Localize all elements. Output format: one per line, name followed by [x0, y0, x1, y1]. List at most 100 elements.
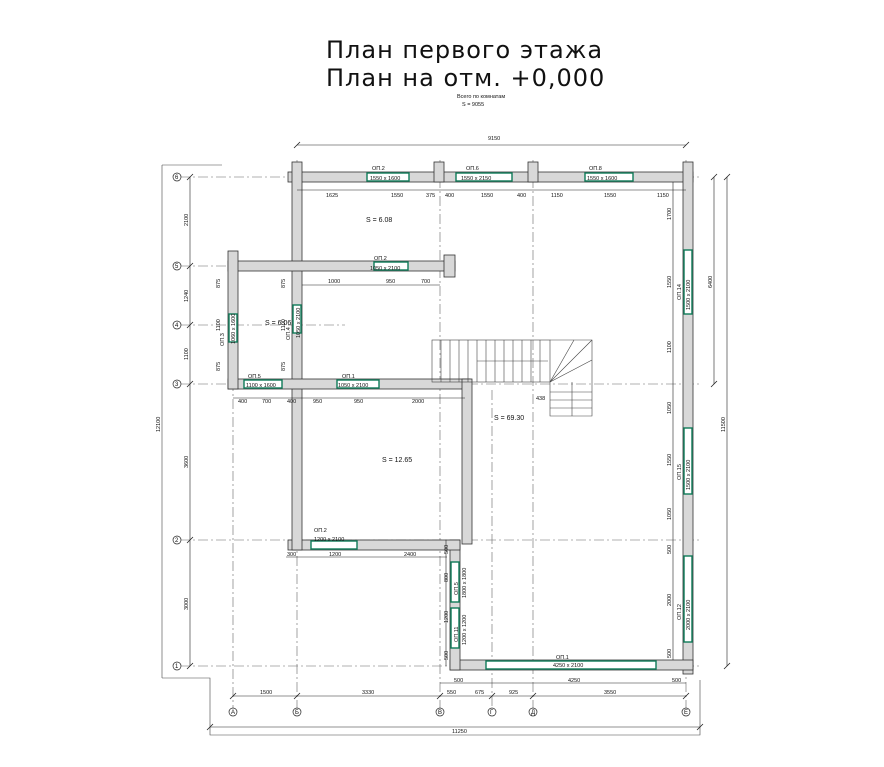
dim-label-vertical: 500 [667, 649, 673, 658]
axis-bubbles-cols: A Б В Г Д Е [228, 707, 691, 717]
axis-bubbles-rows: 6 5 4 3 2 1 [172, 172, 182, 671]
dimension-row2: 300 1200 2400 [286, 552, 447, 558]
dim-label: 550 [447, 690, 456, 696]
opening-tag: ОП.6 [466, 166, 479, 172]
opening-size-vertical: 1200 x 1200 [462, 615, 468, 645]
dim-label: 675 [475, 690, 484, 696]
axis-col-label: Б [295, 710, 299, 716]
outer-boundary [161, 164, 701, 736]
opening-tag: ОП.2 [314, 528, 327, 534]
axis-row-label: 3 [175, 382, 179, 388]
room-area-hall: S = 12.65 [382, 457, 412, 464]
dim-right-overall: 11500 [721, 417, 727, 432]
axis-row-label: 5 [175, 264, 179, 270]
opening-tags: ОП.2 1550 x 1600 ОП.6 1550 x 2150 ОП.8 1… [220, 166, 692, 669]
dim-label: 375 [426, 193, 435, 199]
opening-size: 1050 x 2100 [338, 383, 368, 389]
opening-size: 1050 x 2100 [370, 266, 400, 272]
dim-label: 950 [354, 399, 363, 405]
dim-label-vertical: 875 [216, 279, 222, 288]
dimension-top: 9150 1625 1550 375 400 1550 400 1150 155… [293, 136, 690, 199]
dim-label: 3550 [604, 690, 616, 696]
opening-tag: ОП.2 [374, 256, 387, 262]
opening-tag: ОП.5 [248, 374, 261, 380]
dim-label-vertical: 1100 [281, 319, 287, 331]
dim-label: 2000 [412, 399, 424, 405]
dim-label-vertical: 1050 [667, 508, 673, 520]
dim-label-vertical: 875 [281, 279, 287, 288]
opening-size-vertical: 1060 x 1600 [231, 314, 237, 344]
axis-col-label: Г [490, 710, 494, 716]
dim-label: 2400 [404, 552, 416, 558]
walls [227, 161, 694, 675]
dim-bottom-overall: 11250 [452, 729, 467, 735]
opening-tag-vertical: ОП.3 [220, 333, 226, 346]
dim-label-vertical: 3000 [184, 598, 190, 610]
axis-row-label: 2 [175, 538, 179, 544]
dim-label-vertical: 2000 [667, 594, 673, 606]
dim-label: 1200 [329, 552, 341, 558]
dimension-mid-vertical: 500 800 1200 500 [444, 540, 450, 666]
axis-col-label: В [438, 710, 442, 716]
window-openings [228, 172, 693, 670]
stair-dim: 438 [536, 396, 545, 402]
dim-label: 400 [287, 399, 296, 405]
opening-size-vertical: 1800 x 1800 [462, 568, 468, 598]
room-area-top-left: S = 6.08 [366, 217, 392, 224]
dim-label-vertical: 800 [444, 573, 450, 582]
axis-grid [180, 160, 700, 712]
axis-col-label: A [231, 710, 235, 716]
dim-left-overall: 12100 [156, 417, 162, 432]
opening-tag-vertical: ОП.14 [677, 284, 683, 300]
dim-label-vertical: 2100 [184, 214, 190, 226]
dim-label-vertical: 1100 [184, 348, 190, 360]
dim-label-vertical: 1550 [667, 276, 673, 288]
axis-col-label: Е [684, 710, 688, 716]
dim-label: 925 [509, 690, 518, 696]
dim-label-vertical: 1100 [667, 341, 673, 353]
dim-label-vertical: 875 [216, 362, 222, 371]
dim-label: 400 [517, 193, 526, 199]
dim-label-vertical: 1700 [667, 208, 673, 220]
dim-label: 4250 [568, 678, 580, 684]
dim-label-vertical: 3600 [184, 456, 190, 468]
dim-label: 950 [386, 279, 395, 285]
dim-label: 300 [287, 552, 296, 558]
total-area-value: S = 9055 [462, 102, 484, 108]
opening-size: 1100 x 1600 [246, 383, 276, 389]
axis-row-label: 6 [175, 175, 179, 181]
axis-row-label: 4 [175, 323, 179, 329]
opening-size-vertical: 1500 x 2100 [686, 280, 692, 310]
dim-label: 500 [454, 678, 463, 684]
opening-size: 4250 x 2100 [553, 663, 583, 669]
dim-label: 1550 [391, 193, 403, 199]
axis-row-label: 1 [175, 664, 179, 670]
dim-label: 950 [313, 399, 322, 405]
plan-title-line1: План первого этажа [326, 36, 603, 64]
opening-tag: ОП.1 [556, 655, 569, 661]
dim-label-vertical: 1100 [216, 319, 222, 331]
dimension-bottom: 500 675 925 4250 3550 500 1500 3330 550 … [206, 678, 704, 735]
dim-label-vertical: 500 [444, 545, 450, 554]
dim-label: 1150 [657, 193, 669, 199]
opening-tag: ОП.8 [589, 166, 602, 172]
opening-size: 1550 x 1600 [587, 176, 617, 182]
dim-label: 700 [421, 279, 430, 285]
dim-right-top: 6400 [708, 276, 714, 288]
dim-label: 1550 [604, 193, 616, 199]
opening-size-vertical: 1050 x 2100 [296, 308, 302, 338]
opening-size-vertical: 2000 x 2100 [686, 600, 692, 630]
opening-tag-vertical: ОП.11 [454, 627, 460, 642]
dim-label: 1500 [260, 690, 272, 696]
opening-tag-vertical: ОП.12 [677, 604, 683, 620]
dimension-row5: 1000 950 700 [302, 279, 440, 286]
dimension-left: 2100 1240 1100 3600 3000 12100 875 1100 … [156, 173, 287, 670]
opening-size-vertical: 1500 x 2100 [686, 460, 692, 490]
opening-size: 1550 x 2150 [461, 176, 491, 182]
opening-tag-vertical: ОП.15 [677, 464, 683, 480]
opening-tag-vertical: ОП.5 [454, 582, 460, 595]
dim-label: 3330 [362, 690, 374, 696]
room-area-small: S = 6.06 [265, 320, 291, 327]
dim-label-vertical: 875 [281, 362, 287, 371]
